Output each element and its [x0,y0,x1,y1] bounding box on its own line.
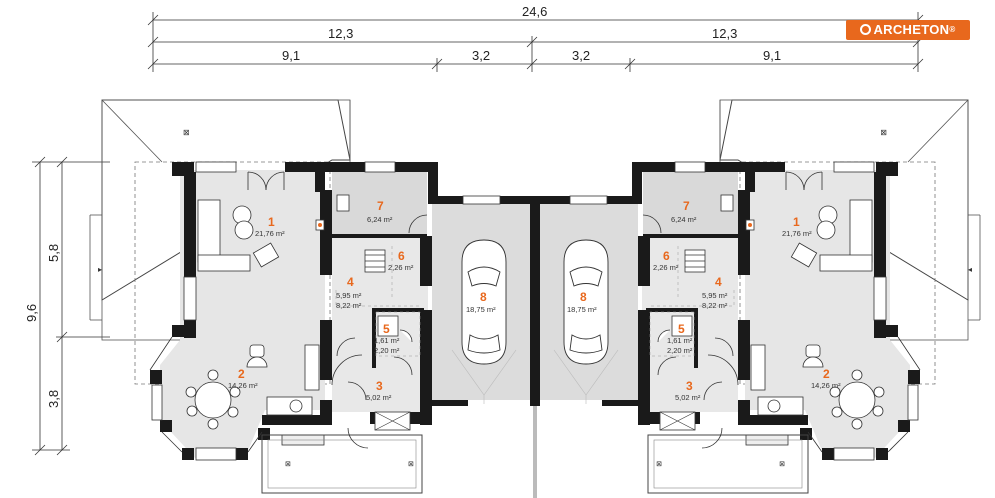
right-room-2-area: 14,26 m² [811,381,841,390]
right-room-3-num: 3 [686,379,693,393]
right-unit-labels: 1 21,76 m² 2 14,26 m² 3 5,02 m² 4 5,95 m… [567,199,841,402]
right-room-8-area: 18,75 m² [567,305,597,314]
left-room-4-area2: 8,22 m² [336,301,362,310]
right-room-8-num: 8 [580,290,587,304]
right-room-2-num: 2 [823,367,830,381]
left-room-4-area: 5,95 m² [336,291,362,300]
right-room-5-num: 5 [678,322,685,336]
right-room-1-area: 21,76 m² [782,229,812,238]
dim-vertical-upper: 5,8 [46,244,61,262]
dim-vertical-lower: 3,8 [46,390,61,408]
left-room-5-area: 1,61 m² [374,336,400,345]
left-room-7-area: 6,24 m² [367,215,393,224]
left-room-6-area: 2,26 m² [388,263,414,272]
right-room-4-area2: 8,22 m² [702,301,728,310]
right-room-4-area: 5,95 m² [702,291,728,300]
dim-seg-1: 9,1 [282,48,300,63]
left-room-2-area: 14,26 m² [228,381,258,390]
top-dimensions [147,12,924,72]
left-room-7-num: 7 [377,199,384,213]
right-room-1-num: 1 [793,215,800,229]
left-room-5-num: 5 [383,322,390,336]
left-room-6-num: 6 [398,249,405,263]
right-room-7-area: 6,24 m² [671,215,697,224]
dim-half-left: 12,3 [328,26,353,41]
left-room-1-num: 1 [268,215,275,229]
logo-text: ARCHETON [873,22,950,37]
logo-mark-icon [860,24,872,35]
right-unit-plan [533,99,981,498]
left-room-4-num: 4 [347,275,354,289]
left-unit-plan [89,99,537,498]
dim-seg-4: 9,1 [763,48,781,63]
right-room-6-num: 6 [663,249,670,263]
left-room-8-area: 18,75 m² [466,305,496,314]
left-room-3-area: 5,02 m² [366,393,392,402]
right-room-5-area2: 2,20 m² [667,346,693,355]
right-room-6-area: 2,26 m² [653,263,679,272]
dim-half-right: 12,3 [712,26,737,41]
dim-vertical-total: 9,6 [24,304,39,322]
right-room-5-area: 1,61 m² [667,336,693,345]
left-room-2-num: 2 [238,367,245,381]
left-room-5-area2: 2,20 m² [374,346,400,355]
side-dimensions [32,156,110,456]
right-room-3-area: 5,02 m² [675,393,701,402]
left-unit-labels: 1 21,76 m² 2 14,26 m² 3 5,02 m² 4 5,95 m… [228,199,496,402]
right-room-4-num: 4 [715,275,722,289]
logo-registered: ® [949,25,956,34]
left-room-8-num: 8 [480,290,487,304]
right-room-7-num: 7 [683,199,690,213]
left-room-1-area: 21,76 m² [255,229,285,238]
dim-total: 24,6 [522,4,547,19]
dim-seg-2: 3,2 [472,48,490,63]
dim-seg-3: 3,2 [572,48,590,63]
left-room-3-num: 3 [376,379,383,393]
archeton-logo: ARCHETON® [846,20,970,40]
